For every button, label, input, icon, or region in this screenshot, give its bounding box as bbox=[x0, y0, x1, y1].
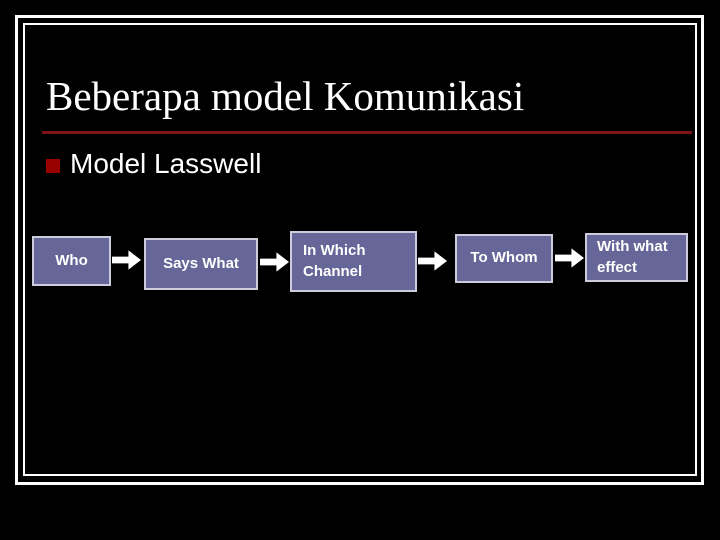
slide-outer-border bbox=[15, 15, 704, 485]
title-divider-rule bbox=[42, 131, 692, 134]
diagram-box-in-which-channel: In Which Channel bbox=[290, 231, 417, 292]
slide-title: Beberapa model Komunikasi bbox=[46, 73, 525, 119]
diagram-box-who: Who bbox=[32, 236, 111, 286]
diagram-box-to-whom: To Whom bbox=[455, 234, 553, 283]
arrow-right-icon bbox=[260, 252, 289, 272]
bullet-square-icon bbox=[46, 159, 60, 173]
bullet-item-label: Model Lasswell bbox=[70, 148, 262, 179]
arrow-right-icon bbox=[418, 251, 447, 271]
diagram-box-with-what-effect: With what effect bbox=[585, 233, 688, 282]
arrow-right-icon bbox=[112, 250, 141, 270]
slide-inner-border bbox=[23, 23, 697, 476]
diagram-box-says-what: Says What bbox=[144, 238, 258, 290]
arrow-right-icon bbox=[555, 248, 584, 268]
